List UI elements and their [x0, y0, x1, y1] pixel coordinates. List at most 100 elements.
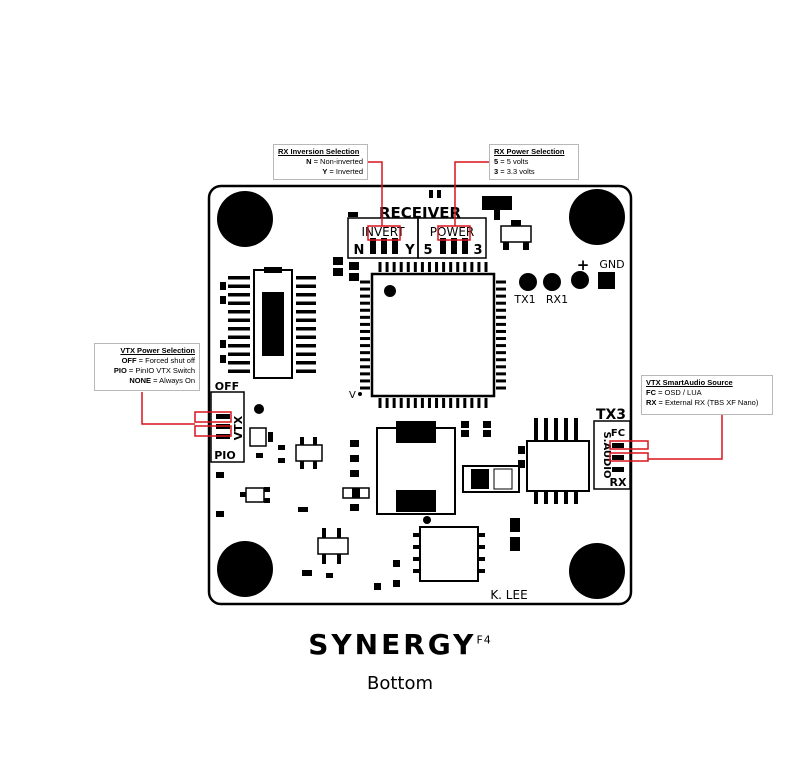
rx-inversion-title: RX Inversion Selection — [278, 147, 360, 156]
rx1-label: RX1 — [546, 293, 568, 306]
mcu-pin — [427, 398, 431, 408]
mcu-pin — [463, 398, 467, 408]
mounting-hole-top-right — [569, 189, 625, 245]
mcu-pin — [392, 262, 396, 272]
gnd-label: GND — [599, 258, 624, 271]
mcu-pin — [413, 398, 417, 408]
invert-label: INVERT — [361, 225, 405, 239]
sot-component-2 — [240, 487, 270, 503]
mcu-pin — [496, 386, 506, 390]
mcu-pin — [470, 398, 474, 408]
mcu-pin — [385, 262, 389, 272]
product-superscript: F4 — [476, 633, 492, 647]
v-label: V — [349, 390, 356, 401]
mcu-pin — [496, 379, 506, 383]
mcu-pin — [360, 358, 370, 362]
vtx-power-callout: VTX Power Selection OFF = Forced shut of… — [94, 343, 200, 391]
mcu-pin — [360, 280, 370, 284]
mcu-pin — [470, 262, 474, 272]
mcu-pin — [360, 379, 370, 383]
pad-tx1 — [519, 273, 537, 291]
mcu-pin — [456, 398, 460, 408]
receiver-label: RECEIVER — [379, 204, 461, 222]
rx-inversion-val-1: = Non-inverted — [311, 157, 363, 166]
ic-pin — [228, 361, 250, 365]
mcu-pin — [427, 262, 431, 272]
mcu-pin — [360, 351, 370, 355]
ic-pin — [228, 301, 250, 305]
power-3-label: 3 — [473, 243, 482, 258]
sot-component-3 — [317, 528, 349, 564]
mcu-pin — [496, 308, 506, 312]
mcu-pin — [392, 398, 396, 408]
mcu-pin — [413, 262, 417, 272]
vtx-power-val-1: = Forced shut off — [136, 356, 195, 365]
mcu-pin — [449, 262, 453, 272]
ic-pin — [228, 369, 250, 373]
ic-pin — [296, 361, 316, 365]
vtx-label: VTX — [232, 415, 245, 440]
ic-pin — [296, 352, 316, 356]
vtx-smartaudio-callout: VTX SmartAudio Source FC = OSD / LUA RX … — [641, 375, 773, 415]
mcu-pin — [496, 322, 506, 326]
vtx-smartaudio-key-2: RX — [646, 398, 657, 407]
mcu-pin — [360, 386, 370, 390]
mounting-hole-bottom-left — [217, 541, 273, 597]
vtx-power-val-2: = PinIO VTX Switch — [126, 366, 195, 375]
side-title: Bottom — [366, 673, 434, 694]
inductor — [376, 421, 456, 515]
mcu-pin — [406, 398, 410, 408]
mcu-pin — [360, 322, 370, 326]
mcu-pin — [360, 308, 370, 312]
off-label: OFF — [215, 380, 239, 393]
mcu-pin — [496, 344, 506, 348]
power-5-label: 5 — [423, 243, 432, 258]
rx-inversion-key-2: Y — [322, 167, 328, 176]
ic-pin — [296, 327, 316, 331]
ic-pin — [228, 276, 250, 280]
author-label: K. LEE — [490, 588, 527, 602]
mcu-pin — [435, 398, 439, 408]
ic-pin — [228, 293, 250, 297]
rx-inversion-val-2: = Inverted — [327, 167, 363, 176]
mcu-pin — [360, 301, 370, 305]
mcu-pin — [360, 337, 370, 341]
ic-pin — [228, 327, 250, 331]
ic-pin — [228, 352, 250, 356]
ic-pin — [228, 344, 250, 348]
s-audio-label: S.AUDIO — [601, 431, 612, 478]
mounting-hole-top-left — [217, 191, 273, 247]
mcu-pin — [360, 329, 370, 333]
rx-inversion-callout: RX Inversion Selection N = Non-inverted … — [273, 144, 368, 180]
ic-pin — [296, 310, 316, 314]
vtx-power-key-2: PIO — [113, 366, 127, 375]
vtx-power-val-3: = Always On — [151, 376, 195, 385]
mcu-pin — [420, 262, 424, 272]
ic-pin — [228, 335, 250, 339]
rx-power-val-1: = 5 volts — [498, 157, 529, 166]
ic-pin — [296, 301, 316, 305]
rx-power-callout: RX Power Selection 5 = 5 volts 3 = 3.3 v… — [489, 144, 579, 180]
power-label: POWER — [430, 225, 474, 239]
vtx-smartaudio-val-1: = OSD / LUA — [656, 388, 702, 397]
mcu-pin — [406, 262, 410, 272]
mcu-pin — [496, 372, 506, 376]
ic-pin — [296, 293, 316, 297]
mcu-pin — [496, 358, 506, 362]
product-title: SYNERGYF4 — [0, 628, 800, 661]
mcu-pin — [496, 287, 506, 291]
mcu-pin — [442, 262, 446, 272]
mcu-pin — [399, 398, 403, 408]
invert-y-label: Y — [404, 243, 415, 258]
mcu-pin — [420, 398, 424, 408]
left-ic — [228, 267, 316, 379]
pio-label: PIO — [214, 449, 236, 462]
receiver-jumper-block: RECEIVER INVERT N Y POWER 5 3 — [347, 204, 487, 259]
pad-gnd — [598, 272, 615, 289]
mcu-pin — [496, 280, 506, 284]
mcu-pin — [435, 262, 439, 272]
mounting-hole-bottom-right — [569, 543, 625, 599]
mcu-chip — [360, 262, 506, 408]
mcu-pin — [496, 351, 506, 355]
bottom-soic — [413, 526, 485, 582]
